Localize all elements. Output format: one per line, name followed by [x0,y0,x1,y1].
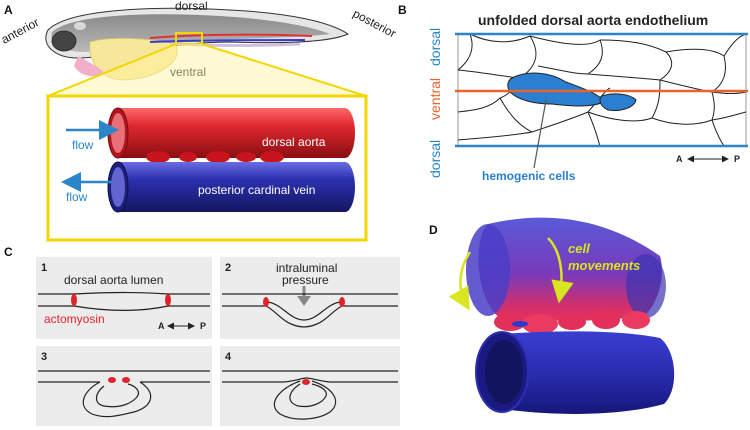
lumen-label: dorsal aorta lumen [64,273,163,287]
dorsal-bottom-label: dorsal [427,140,443,178]
dorsal-aorta-label: dorsal aorta [262,135,326,149]
dorsal-label: dorsal [175,0,208,13]
axis-p-c: P [200,321,206,331]
aorta-tube-3d [466,217,666,334]
zoom-funnel [48,44,366,96]
hemogenic-pointer [533,99,547,169]
step-3: 3 [36,346,212,426]
panel-b-title: unfolded dorsal aorta endothelium [478,12,708,28]
cardinal-vein-label: posterior cardinal vein [198,183,315,197]
cell-movements-label-2: movements [568,258,640,273]
axis-a-b: A [676,154,683,164]
posterior-label: posterior [351,6,399,40]
hemogenic-cluster [494,311,650,334]
panel-a-letter: A [4,3,13,17]
cardinal-vein-tube [107,161,355,213]
panel-a: A dorsal ventral anterior posterior [0,0,399,242]
pressure-label-2: pressure [282,273,329,287]
movement-arrow-left [448,251,472,311]
ventral-label-b: ventral [427,78,443,120]
actomyosin-dot [122,377,130,383]
actomyosin-label: actomyosin [44,312,105,326]
step-1: 1 dorsal aorta lumen actomyosin A P [36,257,212,339]
step-2-number: 2 [225,262,231,274]
vein-tube-3d [475,331,675,414]
actomyosin-dot [339,297,345,307]
panel-d: D cell movements [429,217,675,414]
panel-c: C 1 dorsal aorta lumen actomyosin A P [4,245,400,426]
axis-p-b: P [734,154,740,164]
zoom-box [175,32,203,45]
panel-b: B unfolded dorsal aorta endothelium [398,3,748,183]
ventral-label: ventral [170,65,206,79]
actomyosin-dot [108,377,116,383]
pressure-arrow-head [297,296,311,306]
flow-label-bottom: flow [66,190,88,204]
actomyosin-dot [71,294,77,306]
pressure-label-1: intraluminal [276,261,337,275]
anterior-label: anterior [0,15,41,46]
flow-label-top: flow [72,138,94,152]
cell-movements-label-1: cell [568,241,590,256]
panel-b-letter: B [398,3,407,17]
panel-d-letter: D [429,223,438,237]
panel-c-letter: C [4,245,13,259]
actomyosin-dot [263,297,269,307]
step-4-number: 4 [225,351,232,363]
step-1-number: 1 [41,262,47,274]
hemogenic-label: hemogenic cells [482,169,576,183]
movement-arrow-right [547,237,574,304]
step-2: 2 intraluminal pressure [220,257,400,339]
axis-a-c: A [158,321,165,331]
hemogenic-bulges [146,151,284,163]
actomyosin-dot [165,294,171,306]
step-4: 4 [220,346,400,426]
hemogenic-cell-2 [599,93,637,111]
actomyosin-dot [302,379,310,385]
step-3-number: 3 [41,351,47,363]
dorsal-top-label: dorsal [427,28,443,66]
